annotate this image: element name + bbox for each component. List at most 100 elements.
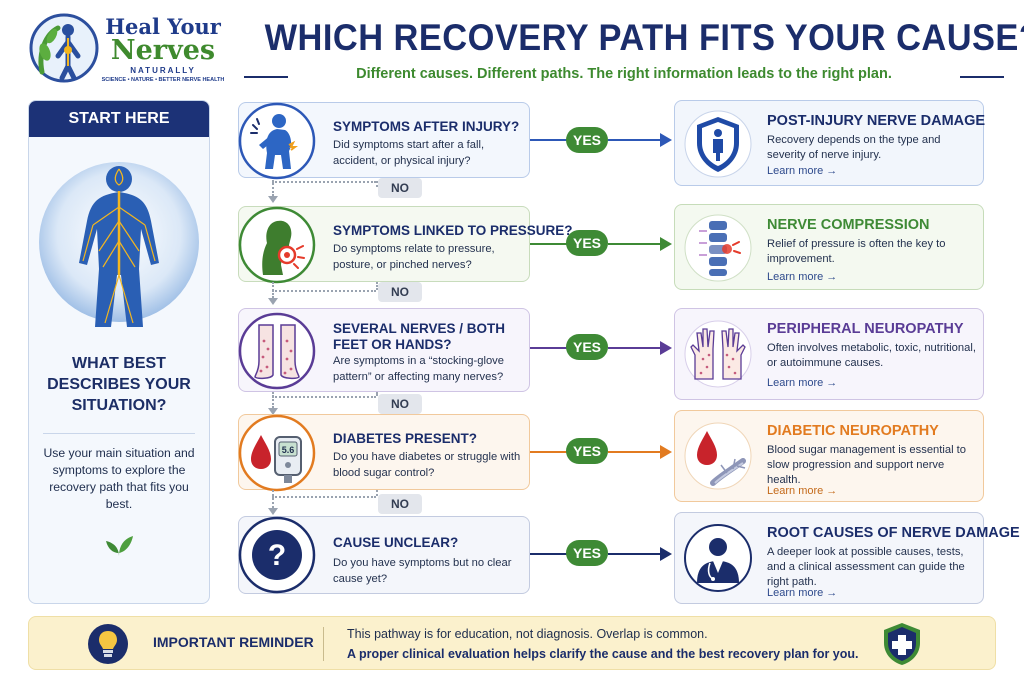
result-text: A deeper look at possible causes, tests,… xyxy=(767,546,965,588)
result-text: Recovery depends on the type and severit… xyxy=(767,134,941,161)
question-text: Did symptoms start after a fall, acciden… xyxy=(333,139,485,167)
shield-person-icon xyxy=(684,110,752,178)
yes-pill: YES xyxy=(566,540,608,566)
question-text: Do symptoms relate to pressure, posture,… xyxy=(333,243,495,271)
arrow-right-icon xyxy=(660,237,672,251)
logo-emblem-icon xyxy=(29,13,99,83)
arrow-down-icon xyxy=(268,298,278,305)
learn-more-link[interactable]: Learn more → xyxy=(767,271,838,283)
reminder-line-2: A proper clinical evaluation helps clari… xyxy=(347,647,859,661)
no-connector xyxy=(376,392,378,396)
logo-line-2: Nerves xyxy=(110,35,216,66)
yes-connector xyxy=(530,347,568,349)
no-connector xyxy=(376,181,378,187)
arrow-right-icon xyxy=(660,445,672,459)
learn-more-link[interactable]: Learn more → xyxy=(767,485,838,497)
feet-icon xyxy=(238,312,316,390)
yes-connector xyxy=(530,553,568,555)
start-panel: START HERE WHAT BEST DESCRIBES YOUR SITU… xyxy=(28,100,210,604)
result-title: NERVE COMPRESSION xyxy=(767,217,930,233)
question-card-diabetes[interactable]: 5.6 DIABETES PRESENT? Do you have diabet… xyxy=(238,414,530,492)
lightbulb-icon xyxy=(88,624,128,664)
learn-more-link[interactable]: Learn more → xyxy=(767,165,838,177)
leaf-icon xyxy=(106,536,133,556)
learn-more-link[interactable]: Learn more → xyxy=(767,377,838,389)
arrow-down-icon xyxy=(268,196,278,203)
yes-pill: YES xyxy=(566,230,608,256)
no-connector xyxy=(376,490,378,496)
yes-connector xyxy=(530,243,568,245)
result-text: Blood sugar management is essential to s… xyxy=(767,444,967,486)
question-title: DIABETES PRESENT? xyxy=(333,431,478,446)
question-title: SEVERAL NERVES / BOTH FEET OR HANDS? xyxy=(333,321,506,352)
result-card-compression[interactable]: NERVE COMPRESSION Relief of pressure is … xyxy=(674,204,984,290)
question-card-unclear[interactable]: ? CAUSE UNCLEAR? Do you have symptoms bu… xyxy=(238,516,530,594)
result-card-root-causes[interactable]: ROOT CAUSES OF NERVE DAMAGE A deeper loo… xyxy=(674,512,1020,604)
arrow-right-icon xyxy=(660,341,672,355)
yes-connector xyxy=(530,451,568,453)
yes-pill: YES xyxy=(566,438,608,464)
subtitle-row: Different causes. Different paths. The r… xyxy=(244,64,1004,88)
question-title: SYMPTOMS AFTER INJURY? xyxy=(333,119,520,134)
no-connector xyxy=(272,181,376,183)
subtitle: Different causes. Different paths. The r… xyxy=(356,66,892,82)
no-connector xyxy=(376,282,378,290)
no-pill: NO xyxy=(378,494,422,514)
question-text: Do you have diabetes or struggle with bl… xyxy=(333,451,521,479)
question-text: Do you have symptoms but no clear cause … xyxy=(333,557,512,585)
yes-connector xyxy=(608,243,662,245)
result-title: ROOT CAUSES OF NERVE DAMAGE xyxy=(767,525,1020,541)
blood-drop-nerve-icon xyxy=(684,422,752,490)
arrow-down-icon xyxy=(268,408,278,415)
start-here-heading: START HERE xyxy=(29,101,209,137)
result-title: PERIPHERAL NEUROPATHY xyxy=(767,321,964,337)
reminder-title: IMPORTANT REMINDER xyxy=(153,634,314,650)
question-mark-icon: ? xyxy=(238,516,316,594)
result-card-diabetic[interactable]: DIABETIC NEUROPATHY Blood sugar manageme… xyxy=(674,410,984,502)
glucose-reading: 5.6 xyxy=(282,445,295,455)
reminder-divider xyxy=(323,627,324,661)
yes-connector xyxy=(608,451,662,453)
result-card-peripheral[interactable]: PERIPHERAL NEUROPATHY Often involves met… xyxy=(674,308,984,400)
glucose-meter-icon: 5.6 xyxy=(238,414,316,492)
yes-connector xyxy=(608,139,662,141)
result-title: POST-INJURY NERVE DAMAGE xyxy=(767,113,986,129)
yes-pill: YES xyxy=(566,127,608,153)
no-connector xyxy=(272,396,376,398)
nervous-system-figure-icon xyxy=(39,162,199,327)
hands-icon xyxy=(684,320,752,388)
no-connector xyxy=(272,496,376,498)
arrow-right-icon xyxy=(660,133,672,147)
arrow-down-icon xyxy=(268,508,278,515)
reminder-line-1: This pathway is for education, not diagn… xyxy=(347,627,708,641)
subtitle-rule-left xyxy=(244,76,288,78)
arrow-right-icon xyxy=(660,547,672,561)
result-card-post-injury[interactable]: POST-INJURY NERVE DAMAGE Recovery depend… xyxy=(674,100,986,186)
no-pill: NO xyxy=(378,282,422,302)
no-connector xyxy=(272,290,376,292)
question-title: CAUSE UNCLEAR? xyxy=(333,535,459,550)
result-text: Relief of pressure is often the key to i… xyxy=(767,238,946,265)
spine-icon xyxy=(684,214,752,282)
yes-connector xyxy=(608,347,662,349)
situation-prompt: WHAT BEST DESCRIBES YOUR SITUATION? xyxy=(47,355,191,414)
question-card-several-nerves[interactable]: SEVERAL NERVES / BOTH FEET OR HANDS? Are… xyxy=(238,308,530,392)
learn-more-link[interactable]: Learn more → xyxy=(767,587,838,599)
result-title: DIABETIC NEUROPATHY xyxy=(767,423,939,439)
brand-logo: Heal Your Nerves NATURALLY SCIENCE • NAT… xyxy=(28,12,224,96)
logo-line-1: Heal Your xyxy=(105,14,221,39)
question-card-pressure[interactable]: SYMPTOMS LINKED TO PRESSURE? Do symptoms… xyxy=(238,206,573,284)
question-text: Are symptoms in a “stocking-glove patter… xyxy=(333,355,504,383)
situation-instructions: Use your main situation and symptoms to … xyxy=(43,446,195,511)
important-reminder: IMPORTANT REMINDER This pathway is for e… xyxy=(28,616,996,670)
question-card-injury[interactable]: SYMPTOMS AFTER INJURY? Did symptoms star… xyxy=(238,102,530,180)
subtitle-rule-right xyxy=(960,76,1004,78)
yes-connector xyxy=(608,553,662,555)
yes-pill: YES xyxy=(566,334,608,360)
page-title: WHICH RECOVERY PATH FITS YOUR CAUSE? xyxy=(264,17,1024,58)
no-pill: NO xyxy=(378,178,422,198)
no-pill: NO xyxy=(378,394,422,414)
question-title: SYMPTOMS LINKED TO PRESSURE? xyxy=(333,223,573,238)
doctor-icon xyxy=(684,524,752,592)
medical-shield-icon xyxy=(884,623,920,665)
